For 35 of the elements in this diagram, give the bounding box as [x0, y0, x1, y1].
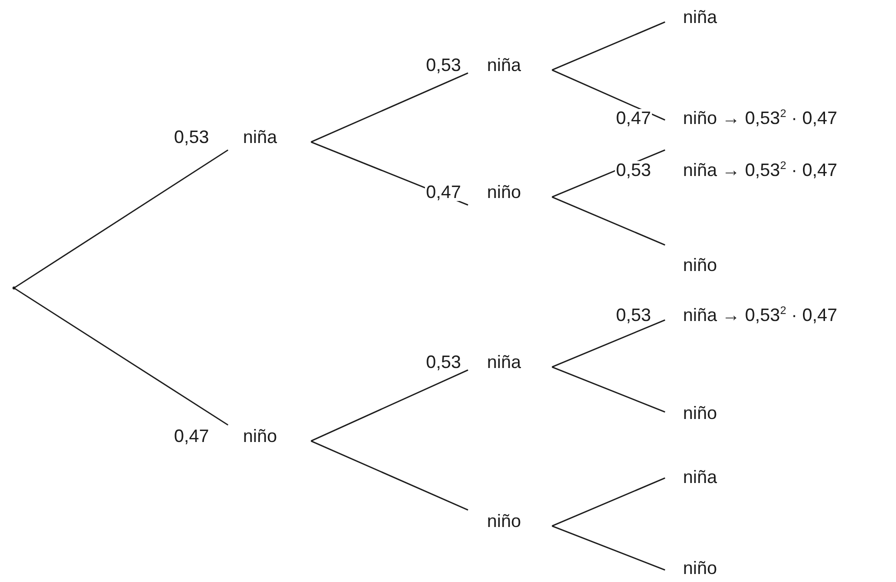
branch-line [552, 21, 666, 71]
probability-label: 0,47 [172, 427, 210, 445]
branch-line [14, 149, 228, 289]
branch-line [552, 196, 666, 246]
branch-line [552, 525, 666, 571]
probability-label: 0,53 [614, 306, 652, 324]
outcome-label: niño [683, 256, 718, 274]
outcome-label: niño [683, 404, 718, 422]
branch-line [552, 477, 666, 527]
outcome-label: niña [683, 468, 718, 486]
outcome-label: niña [487, 56, 522, 74]
outcome-label: niño [683, 559, 718, 577]
outcome-label: niña [683, 8, 718, 26]
branch-line [14, 287, 228, 426]
outcome-label: niño [243, 427, 278, 445]
probability-label: 0,47 [614, 109, 652, 127]
branch-line [310, 440, 468, 511]
branch-line [310, 369, 468, 442]
branch-line [552, 319, 666, 368]
probability-label: 0,53 [424, 353, 462, 371]
probability-label: 0,53 [172, 128, 210, 146]
outcome-label: niña → 0,53$^{2}$ · 0,47 [683, 306, 838, 324]
branch-line [552, 69, 666, 121]
branch-point [12, 286, 16, 290]
probability-label: 0,47 [424, 183, 462, 201]
outcome-label: niño → 0,53$^{2}$ · 0,47 [683, 109, 838, 127]
outcome-label: niña → 0,53$^{2}$ · 0,47 [683, 161, 838, 179]
branch-line [310, 72, 468, 143]
branch-line [552, 366, 666, 413]
outcome-label: niña [487, 353, 522, 371]
outcome-label: niña [243, 128, 278, 146]
probability-label: 0,53 [424, 56, 462, 74]
probability-label: 0,53 [614, 161, 652, 179]
outcome-label: niño [487, 512, 522, 530]
outcome-label: niño [487, 183, 522, 201]
